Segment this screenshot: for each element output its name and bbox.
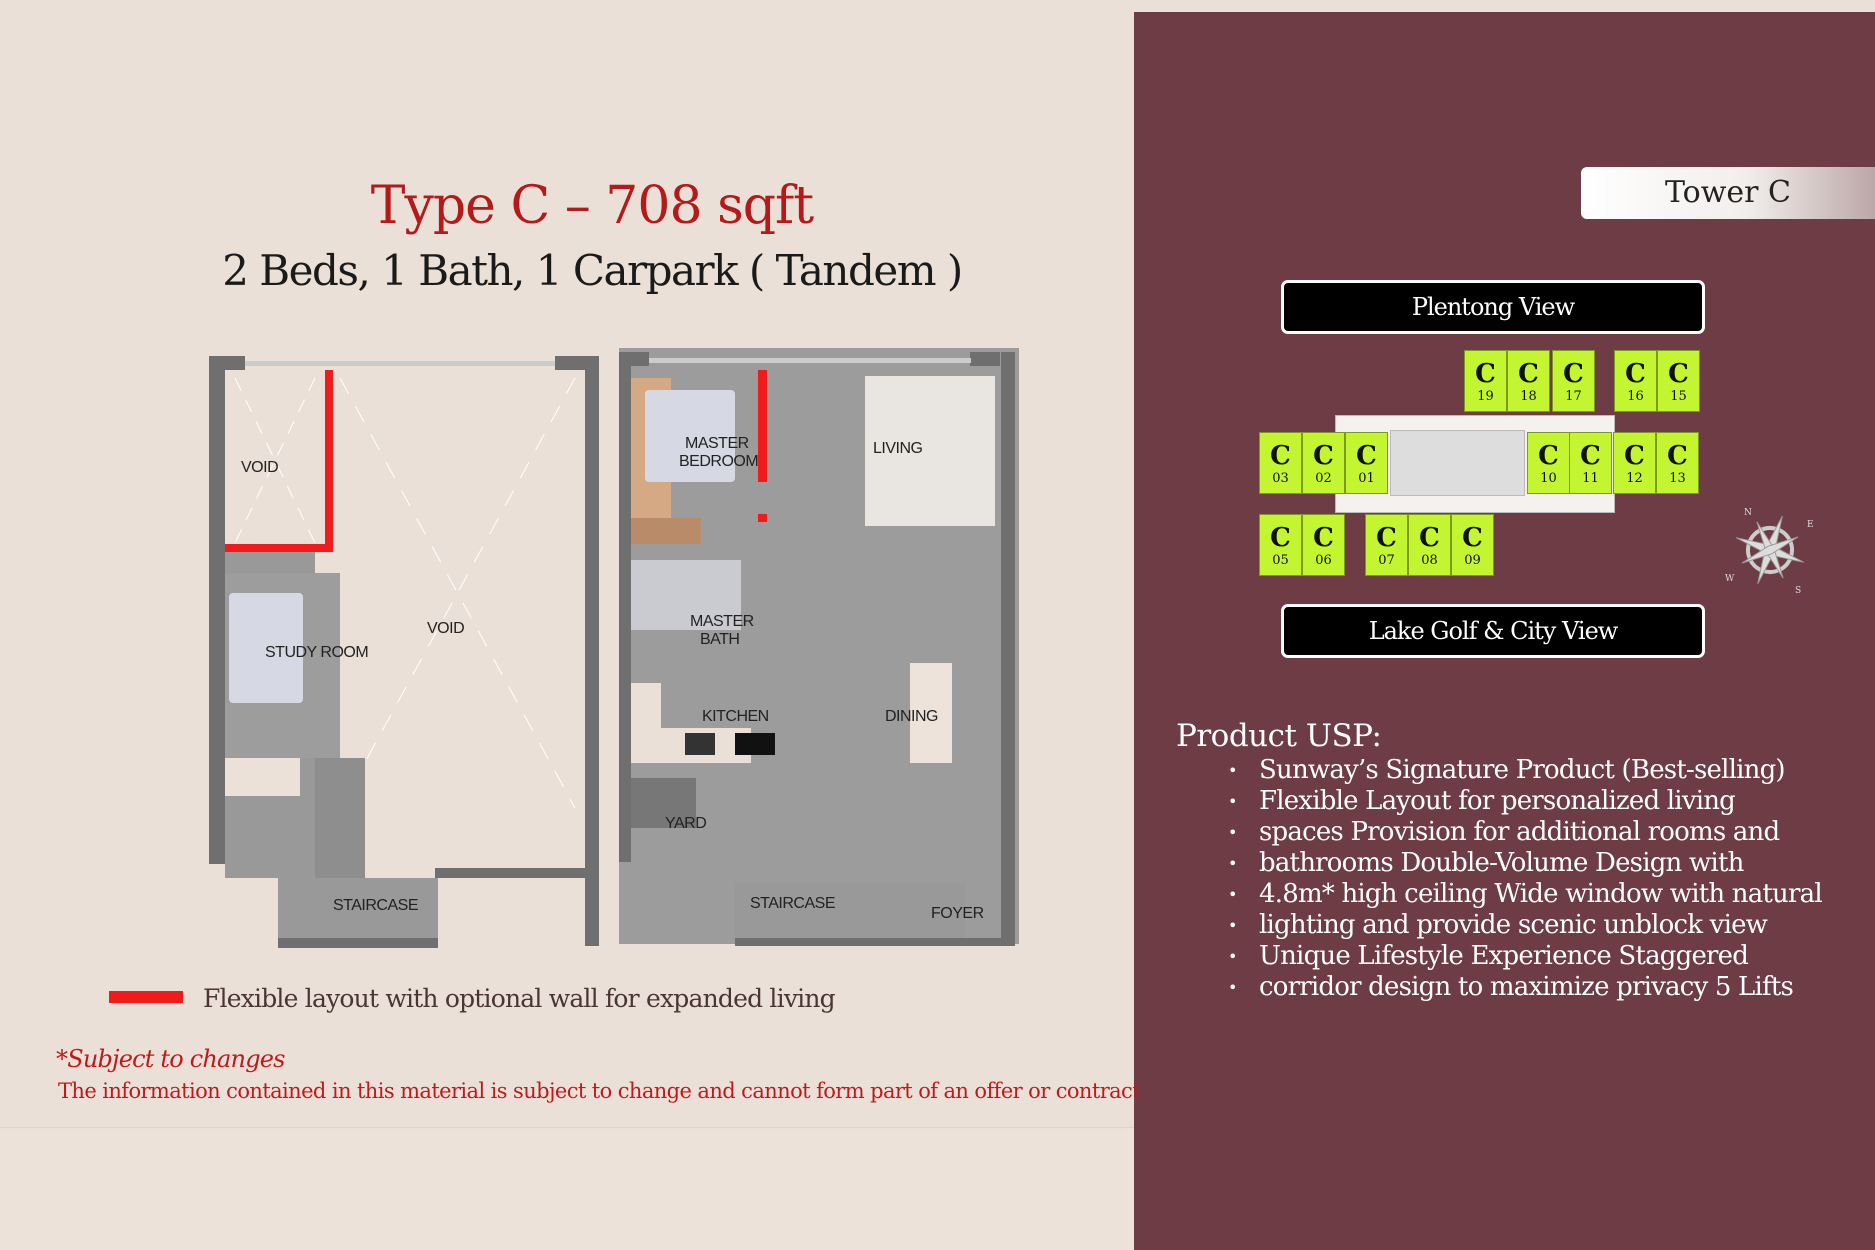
usp-item: Sunway’s Signature Product (Best-selling… bbox=[1228, 755, 1822, 786]
usp-heading: Product USP: bbox=[1176, 718, 1382, 754]
usp-item: corridor design to maximize privacy 5 Li… bbox=[1228, 972, 1822, 1003]
unit-letter: C bbox=[1667, 441, 1688, 471]
unit-letter: C bbox=[1376, 523, 1397, 553]
unit-letter: C bbox=[1518, 359, 1539, 389]
unit-letter: C bbox=[1270, 441, 1291, 471]
unit-letter: C bbox=[1419, 523, 1440, 553]
unit-letter: C bbox=[1313, 523, 1334, 553]
unit-number: 12 bbox=[1626, 471, 1643, 486]
label-master-bedroom-2: BEDROOM bbox=[679, 453, 758, 470]
unit-letter: C bbox=[1563, 359, 1584, 389]
label-void-1: VOID bbox=[241, 459, 278, 476]
unit-number: 06 bbox=[1315, 553, 1332, 568]
unit-number: 15 bbox=[1670, 389, 1687, 404]
unit-letter: C bbox=[1462, 523, 1483, 553]
unit-number: 08 bbox=[1421, 553, 1438, 568]
legend-swatch bbox=[109, 991, 183, 1003]
unit-number: 01 bbox=[1358, 471, 1375, 486]
usp-item: spaces Provision for additional rooms an… bbox=[1228, 817, 1822, 848]
left-footer-band bbox=[0, 1129, 1134, 1250]
label-master-bath-1: MASTER bbox=[690, 613, 754, 630]
label-master-bath-2: BATH bbox=[700, 631, 739, 648]
unit-number: 17 bbox=[1565, 389, 1582, 404]
tower-tab[interactable]: Tower C bbox=[1581, 167, 1875, 219]
disclaimer: The information contained in this materi… bbox=[58, 1079, 1141, 1103]
unit-number: 09 bbox=[1464, 553, 1481, 568]
page-subtitle: 2 Beds, 1 Bath, 1 Carpark ( Tandem ) bbox=[222, 246, 963, 295]
unit-number: 18 bbox=[1520, 389, 1537, 404]
compass-n: N bbox=[1744, 508, 1752, 518]
label-staircase-upper: STAIRCASE bbox=[333, 897, 418, 914]
unit-letter: C bbox=[1668, 359, 1689, 389]
unit-number: 03 bbox=[1272, 471, 1289, 486]
legend-text: Flexible layout with optional wall for e… bbox=[203, 984, 836, 1013]
unit-letter: C bbox=[1270, 523, 1291, 553]
label-dining: DINING bbox=[885, 708, 938, 725]
usp-item: Unique Lifestyle Experience Staggered bbox=[1228, 941, 1822, 972]
label-yard: YARD bbox=[665, 815, 706, 832]
unit-letter: C bbox=[1313, 441, 1334, 471]
plentong-view-button[interactable]: Plentong View bbox=[1281, 280, 1705, 334]
lake-golf-city-view-button[interactable]: Lake Golf & City View bbox=[1281, 604, 1705, 658]
label-study-room: STUDY ROOM bbox=[265, 644, 368, 661]
compass-s: S bbox=[1795, 586, 1801, 595]
unit-number: 02 bbox=[1315, 471, 1332, 486]
label-master-bedroom-1: MASTER bbox=[685, 435, 749, 452]
usp-item: Flexible Layout for personalized living bbox=[1228, 786, 1822, 817]
unit-letter: C bbox=[1356, 441, 1377, 471]
label-kitchen: KITCHEN bbox=[702, 708, 769, 725]
usp-item: lighting and provide scenic unblock view bbox=[1228, 910, 1822, 941]
label-foyer: FOYER bbox=[931, 905, 984, 922]
label-staircase-lower: STAIRCASE bbox=[750, 895, 835, 912]
upper-floor-plan: VOID VOID STUDY ROOM STAIRCASE bbox=[209, 356, 599, 948]
usp-item: 4.8m* high ceiling Wide window with natu… bbox=[1228, 879, 1823, 910]
keyplan-lift-core bbox=[1390, 430, 1525, 496]
lower-floor-plan: MASTER BEDROOM LIVING MASTER BATH KITCHE… bbox=[619, 348, 1019, 946]
unit-number: 11 bbox=[1582, 471, 1599, 486]
compass-icon: N E S W bbox=[1725, 508, 1814, 595]
unit-letter: C bbox=[1538, 441, 1559, 471]
unit-letter: C bbox=[1625, 359, 1646, 389]
compass-e: E bbox=[1807, 520, 1814, 530]
unit-number: 19 bbox=[1477, 389, 1494, 404]
unit-number: 10 bbox=[1540, 471, 1557, 486]
unit-number: 07 bbox=[1378, 553, 1395, 568]
unit-letter: C bbox=[1475, 359, 1496, 389]
unit-letter: C bbox=[1580, 441, 1601, 471]
page-title: Type C – 708 sqft bbox=[370, 176, 814, 236]
label-living: LIVING bbox=[873, 440, 923, 457]
unit-number: 13 bbox=[1669, 471, 1686, 486]
unit-number: 16 bbox=[1627, 389, 1644, 404]
usp-item: bathrooms Double-Volume Design with bbox=[1228, 848, 1822, 879]
subject-to-changes: *Subject to changes bbox=[56, 1045, 286, 1073]
label-void-2: VOID bbox=[427, 620, 464, 637]
unit-letter: C bbox=[1624, 441, 1645, 471]
usp-list: Sunway’s Signature Product (Best-selling… bbox=[1228, 755, 1823, 1003]
unit-number: 05 bbox=[1272, 553, 1289, 568]
compass-w: W bbox=[1725, 574, 1735, 584]
